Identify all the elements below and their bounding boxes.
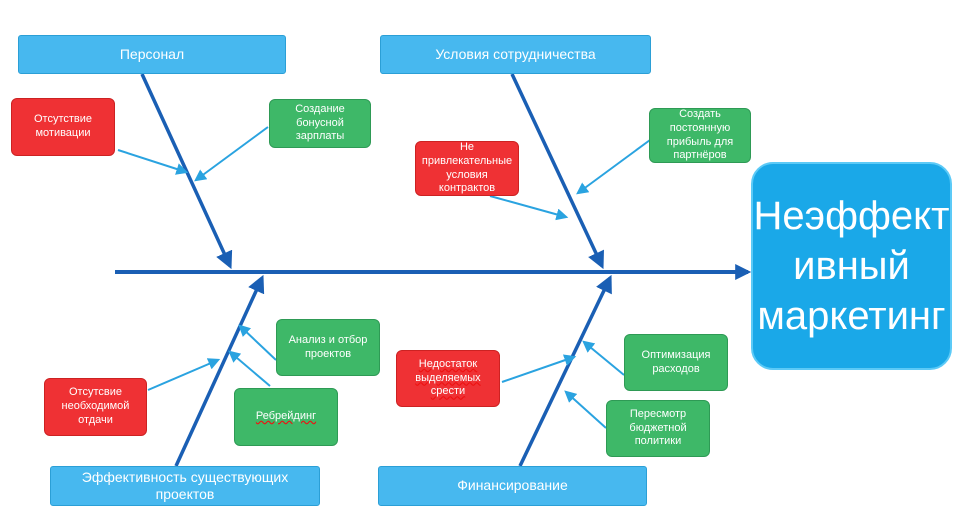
cause-no-return: Отсутсвие необходимой отдачи [44, 378, 147, 436]
sub-arrow-costs [582, 340, 625, 376]
effect-line-3: маркетинг [757, 294, 946, 338]
category-cooperation: Условия сотрудничества [380, 35, 651, 74]
solution-budget-review: Пересмотр бюджетной политики [606, 400, 710, 457]
category-personnel: Персонал [18, 35, 286, 74]
sub-arrow-funds [501, 354, 577, 383]
sub-arrow-return [147, 358, 221, 391]
cause-unattractive-contracts: Не привлекательные условия контрактов [415, 141, 519, 196]
cause-no-motivation: Отсутствие мотивации [11, 98, 115, 156]
sub-arrow-bonus [194, 126, 269, 182]
sub-arrow-partners [576, 139, 651, 195]
category-projects: Эффективность существующих проектов [50, 466, 320, 506]
solution-project-analysis: Анализ и отбор проектов [276, 319, 380, 376]
bone-cooperation [510, 73, 604, 270]
sub-arrow-analysis [238, 324, 277, 361]
sub-arrow-contracts [489, 195, 569, 221]
solution-partner-profit: Создать постоянную прибыль для партнёров [649, 108, 751, 163]
bone-projects [174, 274, 265, 467]
effect-box: Неэффект ивный маркетинг [751, 162, 952, 370]
effect-line-2: ивный [793, 244, 910, 288]
category-finance: Финансирование [378, 466, 647, 506]
bone-finance [518, 274, 612, 467]
solution-bonus-salary: Создание бонусной зарплаты [269, 99, 371, 148]
solution-cost-optimization: Оптимизация расходов [624, 334, 728, 391]
sub-arrow-rebranding [228, 350, 271, 387]
sub-arrow-budget [564, 390, 607, 429]
solution-rebranding: Ребрейдинг [234, 388, 338, 446]
sub-arrow-motivation [117, 149, 189, 175]
effect-line-1: Неэффект [753, 194, 950, 238]
bone-personnel [140, 73, 233, 270]
cause-lack-funds: Недостаток выделяемых срести [396, 350, 500, 407]
